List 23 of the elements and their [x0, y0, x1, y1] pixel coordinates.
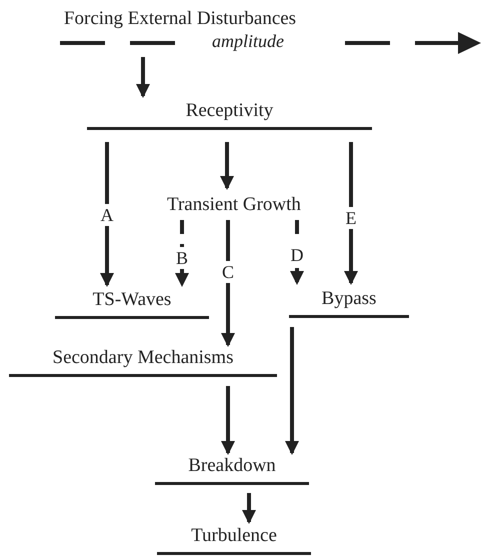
underlined-label: Breakdown: [155, 453, 309, 485]
underlined-label: Turbulence: [157, 522, 311, 555]
arrow: [344, 142, 358, 285]
arrow: [136, 57, 150, 98]
underlined-label: Bypass: [289, 283, 409, 318]
arrow: [285, 327, 299, 455]
edge-label: B: [176, 247, 188, 269]
text-label: Transient Growth: [133, 188, 335, 216]
underlined-label: Secondary Mechanisms: [9, 345, 277, 377]
arrow: [221, 386, 235, 455]
underlined-label: TS-Waves: [55, 285, 209, 319]
arrow: [221, 220, 235, 347]
arrow: [220, 142, 234, 190]
edge-label: A: [100, 204, 114, 226]
edge-label: C: [222, 261, 234, 283]
text-label: Forcing External Disturbances: [30, 0, 330, 30]
arrow: [242, 493, 256, 524]
edge-label: E: [346, 207, 356, 229]
arrow: [175, 220, 189, 287]
axis-label: amplitude: [212, 31, 284, 52]
arrow: [100, 142, 114, 287]
arrow: [290, 220, 304, 285]
underlined-label: Receptivity: [87, 96, 372, 130]
